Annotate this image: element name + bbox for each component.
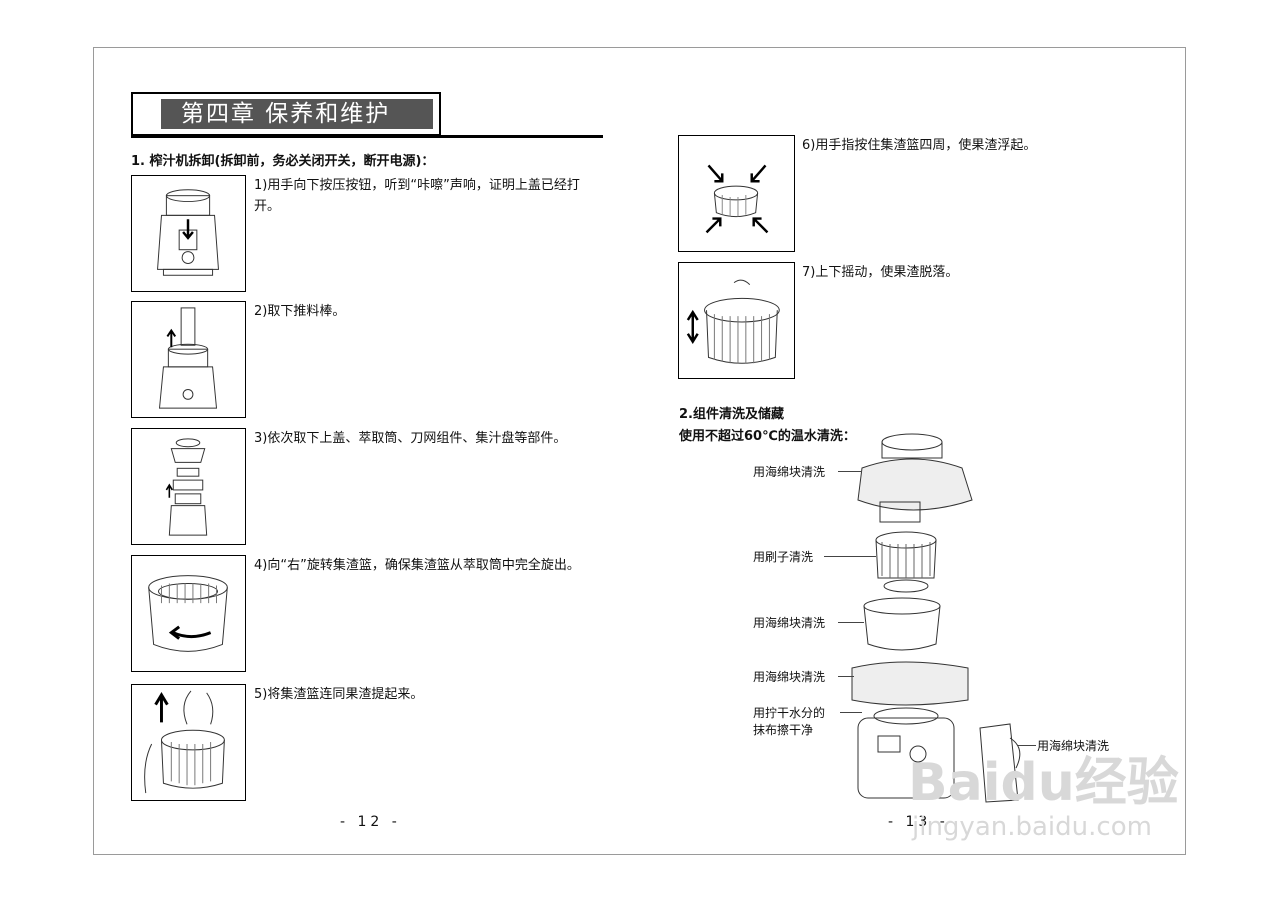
- label-cylinder: 用海绵块清洗: [753, 616, 826, 630]
- label-base-line1: 用拧干水分的: [753, 706, 826, 720]
- left-page-number: - 12 -: [340, 814, 401, 830]
- right-section-heading: 2.组件清洗及储藏: [679, 407, 784, 422]
- step2-text: 2)取下推料棒。: [254, 304, 346, 319]
- step4-illustration: [131, 555, 246, 672]
- step3-text: 3)依次取下上盖、萃取筒、刀网组件、集汁盘等部件。: [254, 431, 567, 446]
- chapter-title: 第四章 保养和维护: [161, 99, 433, 129]
- lift-basket-icon: [144, 690, 225, 794]
- cleaning-diagram: [851, 433, 1021, 803]
- step6-text: 6)用手指按住集渣篮四周，使果渣浮起。: [802, 138, 1037, 153]
- shake-basket-icon: [686, 279, 780, 364]
- leader-jug: [1018, 745, 1036, 746]
- leader-juice-tray: [838, 676, 854, 677]
- chapter-underline: [131, 135, 603, 138]
- leader-basket: [824, 556, 876, 557]
- step5-text: 5)将集渣篮连同果渣提起来。: [254, 687, 424, 702]
- step7-illustration: [678, 262, 795, 379]
- step6-illustration: [678, 135, 795, 252]
- label-base-line2: 抹布擦干净: [753, 723, 814, 737]
- step4-text: 4)向“右”旋转集渣篮，确保集渣篮从萃取筒中完全旋出。: [254, 558, 580, 573]
- leader-lid: [838, 471, 862, 472]
- watermark-url: jingyan.baidu.com: [912, 812, 1152, 842]
- step1-illustration: [131, 175, 246, 292]
- watermark-brand: Baidu经验: [908, 753, 1179, 813]
- right-subheading: 使用不超过60℃的温水清洗：: [679, 429, 856, 444]
- step1-text: 1)用手向下按压按钮，听到“咔嚓”声响，证明上盖已经打开。: [254, 178, 580, 214]
- label-basket: 用刷子清洗: [753, 550, 814, 564]
- right-page-number: - 13 -: [888, 814, 949, 830]
- press-basket-icon: [705, 164, 769, 234]
- rotate-basket-icon: [148, 575, 228, 652]
- leader-base: [840, 712, 862, 713]
- label-lid: 用海绵块清洗: [753, 465, 826, 479]
- step3-illustration: [131, 428, 246, 545]
- step5-illustration: [131, 684, 246, 801]
- pusher-remove-icon: [158, 307, 218, 409]
- juicer-press-button-icon: [157, 189, 219, 276]
- label-jug: 用海绵块清洗: [1037, 739, 1110, 753]
- left-section-heading: 1. 榨汁机拆卸(拆卸前，务必关闭开关，断开电源)：: [131, 154, 435, 169]
- page-frame: [93, 47, 1186, 855]
- label-juice-tray: 用海绵块清洗: [753, 670, 826, 684]
- step7-text: 7)上下摇动，使果渣脱落。: [802, 265, 959, 280]
- leader-cylinder: [838, 622, 864, 623]
- exploded-parts-icon: [165, 438, 208, 536]
- step2-illustration: [131, 301, 246, 418]
- chapter-title-box: 第四章 保养和维护: [131, 92, 441, 136]
